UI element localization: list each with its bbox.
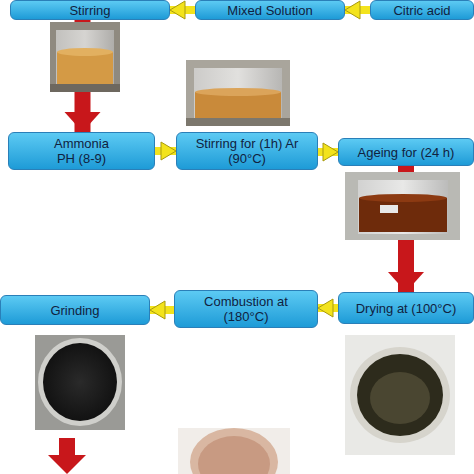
step-arrow [318,148,338,156]
process-box: Mixed Solution [195,0,345,20]
step-label: Ammonia PH (8-9) [46,136,118,166]
process-box: Stirring for (1h) Ar (90°C) [176,132,318,170]
down-arrow [48,438,86,474]
process-box: Citric acid [370,0,474,20]
process-box: Stirring [10,0,170,20]
step-label: Ageing for (24 h) [358,145,455,160]
process-box: Ammonia PH (8-9) [8,132,155,170]
dish-photo [345,335,455,455]
beaker-photo [186,60,290,126]
process-box: Ageing for (24 h) [338,138,474,166]
step-label: Combustion at (180°C) [196,294,296,324]
step-arrow [345,6,370,14]
step-arrow [170,6,195,14]
beaker-photo [345,172,460,240]
beaker-photo [50,22,120,92]
process-box: Grinding [0,295,150,325]
step-label: Citric acid [393,3,450,18]
step-label: Stirring for (1h) Ar (90°C) [193,136,301,166]
step-arrow [155,147,176,155]
step-label: Mixed Solution [227,3,312,18]
process-box: Combustion at (180°C) [174,290,318,328]
process-box: Drying at (100°C) [338,292,474,324]
powder-photo [178,428,290,474]
step-label: Stirring [69,3,110,18]
step-label: Grinding [50,303,99,318]
powder-photo [35,335,125,430]
step-arrow [150,306,174,314]
step-label: Drying at (100°C) [356,301,457,316]
step-arrow [318,304,338,312]
